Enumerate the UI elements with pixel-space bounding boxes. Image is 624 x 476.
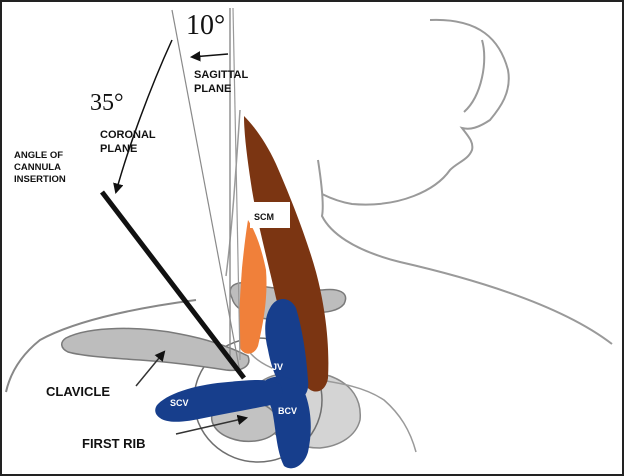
bcv-label: BCV bbox=[278, 406, 297, 416]
insertion-label-line3: INSERTION bbox=[14, 174, 66, 185]
clavicle-label: CLAVICLE bbox=[46, 384, 110, 399]
sagittal-plane-label-line2: PLANE bbox=[194, 83, 231, 95]
insertion-label-line1: ANGLE OF bbox=[14, 150, 63, 161]
coronal-plane-label-line1: CORONAL bbox=[100, 129, 156, 141]
coronal-plane-label-line2: PLANE bbox=[100, 143, 137, 155]
scm-label: SCM bbox=[254, 212, 274, 222]
jv-label: JV bbox=[272, 362, 283, 372]
insertion-label-line2: CANNULA bbox=[14, 162, 61, 173]
coronal-angle-value: 35° bbox=[90, 90, 124, 116]
first-rib-label: FIRST RIB bbox=[82, 436, 146, 451]
sagittal-angle-value: 10° bbox=[186, 10, 225, 41]
scv-label: SCV bbox=[170, 398, 189, 408]
sagittal-plane-label-line1: SAGITTAL bbox=[194, 69, 248, 81]
